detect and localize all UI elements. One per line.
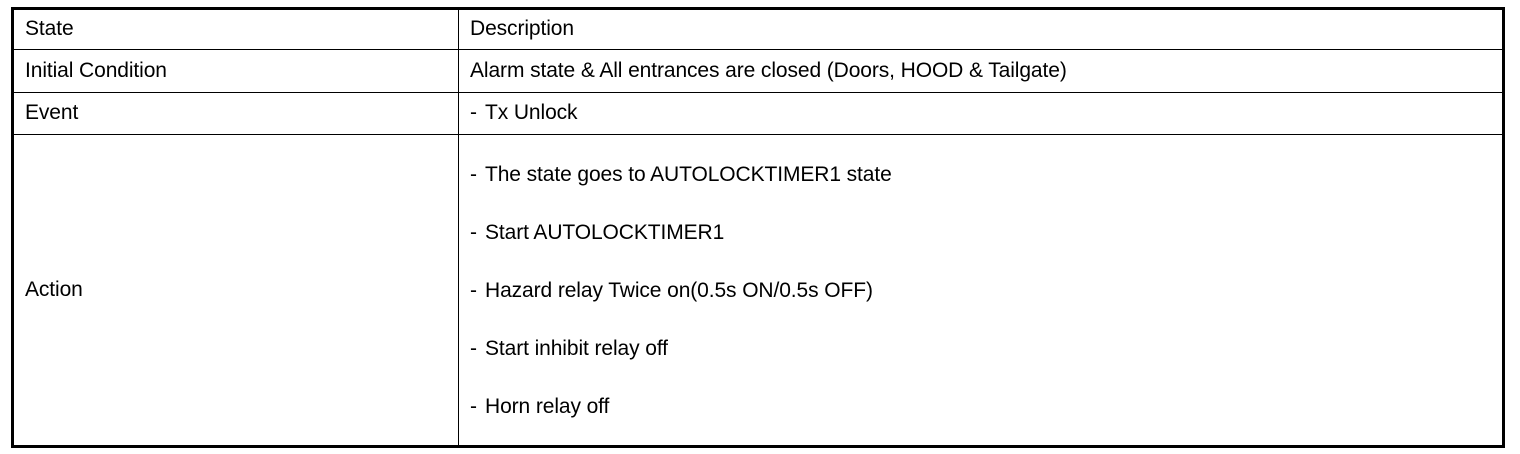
bullet-dash: - [470, 279, 477, 303]
list-item: -Start AUTOLOCKTIMER1 [470, 221, 1502, 244]
bullet-dash: - [470, 337, 477, 361]
header-cell-description: Description [458, 8, 1504, 50]
header-label-description: Description [470, 17, 574, 41]
state-label-event: Event [25, 101, 79, 125]
bullet-dash: - [470, 163, 477, 187]
list-item: -Hazard relay Twice on(0.5s ON/0.5s OFF) [470, 279, 1502, 302]
action-line-text: Hazard relay Twice on(0.5s ON/0.5s OFF) [485, 279, 873, 303]
list-item: -Start inhibit relay off [470, 337, 1502, 360]
cell-state-initial-condition: Initial Condition [12, 49, 459, 93]
state-description-table: State Description Initial Condition Alar… [11, 7, 1505, 448]
description-line-event: -Tx Unlock [459, 101, 1502, 126]
action-line-text: The state goes to AUTOLOCKTIMER1 state [485, 163, 892, 187]
action-line-text: Horn relay off [485, 395, 610, 419]
table-header-row: State Description [12, 8, 1504, 50]
state-label-initial-condition: Initial Condition [25, 58, 167, 82]
header-label-state: State [25, 17, 74, 41]
cell-description-event: -Tx Unlock [458, 92, 1504, 135]
table-row: Action -The state goes to AUTOLOCKTIMER1… [12, 134, 1504, 447]
bullet-dash: - [470, 101, 477, 125]
header-cell-state: State [12, 8, 459, 50]
list-item: -The state goes to AUTOLOCKTIMER1 state [470, 163, 1502, 186]
cell-state-action: Action [12, 134, 459, 447]
bullet-dash: - [470, 395, 477, 419]
table-row: Initial Condition Alarm state & All entr… [12, 49, 1504, 93]
bullet-dash: - [470, 221, 477, 245]
description-text-event: Tx Unlock [485, 101, 578, 125]
list-item: -Horn relay off [470, 395, 1502, 418]
table-row: Event -Tx Unlock [12, 92, 1504, 135]
action-line-text: Start inhibit relay off [485, 337, 668, 361]
cell-state-event: Event [12, 92, 459, 135]
state-label-action: Action [25, 277, 83, 301]
action-line-text: Start AUTOLOCKTIMER1 [485, 221, 725, 245]
description-text-initial-condition: Alarm state & All entrances are closed (… [470, 58, 1067, 82]
cell-description-initial-condition: Alarm state & All entrances are closed (… [458, 49, 1504, 93]
action-line-list: -The state goes to AUTOLOCKTIMER1 state … [459, 140, 1502, 440]
cell-description-action: -The state goes to AUTOLOCKTIMER1 state … [458, 134, 1504, 447]
